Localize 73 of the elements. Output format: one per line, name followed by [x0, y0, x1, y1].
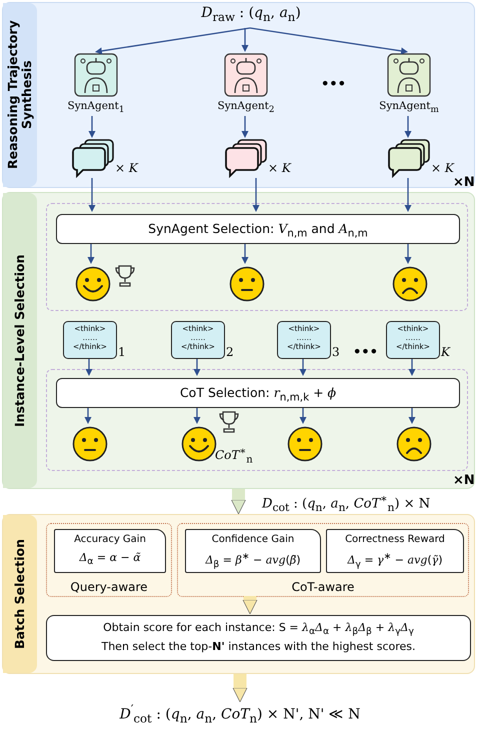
arrow — [404, 242, 412, 264]
arrow — [242, 28, 248, 52]
score-box — [46, 615, 471, 661]
side-label: × K — [268, 161, 291, 175]
ellipsis-label: ••• — [353, 345, 378, 360]
arrow — [242, 116, 248, 138]
happy-face-icon — [75, 266, 111, 302]
card-title: Correctness Reward — [344, 534, 446, 545]
agent-label: SynAgent$_{2}$ — [216, 100, 276, 116]
arrow — [84, 406, 92, 424]
multiplier-label: ×N — [453, 473, 475, 488]
section-title: Batch Selection — [3, 515, 37, 673]
arrow — [404, 178, 412, 212]
arrow — [86, 358, 92, 376]
block-arrow — [242, 596, 258, 614]
dotted-group-frame — [46, 523, 172, 597]
card-title: Accuracy Gain — [73, 534, 147, 545]
arrow — [194, 406, 200, 424]
sad-face-icon — [392, 266, 428, 302]
formula-text: D$^{′}$$_{cot}$ : (q$_{n}$, a$_{n}$, CoT$_{n}$) × N', N' ≪ N — [80, 702, 400, 726]
formula: Δ$_{γ}$ = γ$^{∗}$ − avg(γ̃) — [346, 551, 444, 570]
dashed-group-frame — [46, 203, 468, 311]
arrow — [88, 178, 96, 212]
section-title: Instance-Level Selection — [3, 193, 37, 488]
dashed-group-frame — [46, 369, 468, 471]
multiplier-label: ×N — [453, 175, 475, 190]
selection-bar: CoT Selection: r$_{n,m,k}$ + ϕ — [56, 378, 460, 408]
neutral-face-icon — [287, 426, 323, 462]
arrow — [88, 242, 94, 264]
metric-card — [326, 529, 464, 573]
sad-face-icon — [396, 426, 432, 462]
arrow — [194, 358, 200, 376]
arrow — [300, 406, 306, 424]
neutral-face-icon — [72, 426, 108, 462]
section-title: Reasoning Trajectory Synthesis — [3, 3, 37, 187]
card-title: Confidence Gain — [210, 534, 296, 545]
side-label: 3 — [332, 345, 340, 359]
section-panel — [2, 514, 475, 674]
happy-face-icon — [181, 426, 217, 462]
selection-bar: SynAgent Selection: V$_{n,m}$ and A$_{n,m}$ — [56, 214, 460, 244]
edge-label: D$_{cot}$ : (q$_{n}$, a$_{n}$, CoT$^{∗}$$_{n}$) × N — [262, 492, 430, 514]
side-label: × K — [115, 161, 138, 175]
section-panel — [2, 192, 475, 489]
block-arrow — [232, 674, 248, 702]
neutral-face-icon — [229, 266, 265, 302]
side-label: × K — [431, 161, 454, 175]
instruction-text: Obtain score for each instance: S = λ$_{α}$Δ$_{α}$ + λ$_{β}$Δ$_{β}$ + λ$_{γ}$Δ$_{γ}$ — [102, 621, 415, 638]
side-label: 1 — [118, 345, 126, 359]
arrow — [250, 27, 408, 54]
side-label: K — [441, 345, 450, 359]
side-label: 2 — [226, 345, 234, 359]
instruction-text: Then select the top-N' instances with the highest scores. — [100, 640, 416, 653]
arrow — [252, 178, 260, 212]
group-label: Query-aware — [69, 580, 149, 594]
agent-label: SynAgent$_{m}$ — [378, 100, 440, 116]
section-panel — [2, 2, 475, 188]
group-label: CoT-aware — [290, 580, 356, 594]
formula: Δ$_{β}$ = β$^{∗}$ − avg(β̃) — [204, 551, 302, 570]
arrow — [242, 242, 248, 264]
arrow — [95, 27, 250, 54]
formula: Δ$_{α}$ = α − α̃ — [78, 551, 142, 568]
arrow — [408, 358, 416, 376]
arrow — [88, 116, 96, 138]
block-arrow — [231, 489, 246, 514]
arrow — [404, 116, 412, 138]
metric-card — [54, 529, 166, 573]
dotted-group-frame — [177, 523, 469, 597]
formula-text: D$_{raw}$ : (q$_{n}$, a$_{n}$) — [171, 5, 331, 29]
arrow — [300, 358, 306, 376]
arrow — [408, 406, 416, 424]
metric-card — [185, 529, 321, 573]
agent-label: SynAgent$_{1}$ — [66, 100, 126, 116]
ellipsis-label: ••• — [321, 77, 346, 92]
